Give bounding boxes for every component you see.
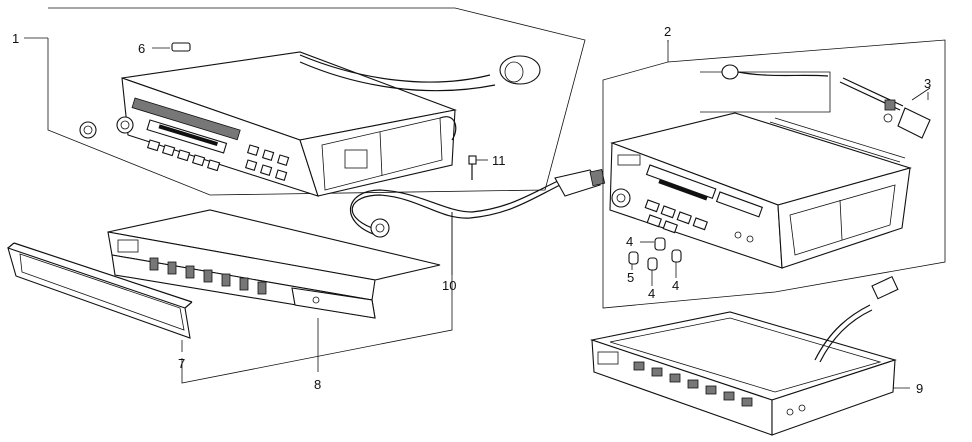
loose-knob: [79, 121, 97, 139]
part-11-screw: [468, 155, 488, 180]
callout-11: 11: [492, 153, 506, 168]
part-9-control-panel: [589, 275, 899, 436]
callout-7: 7: [178, 356, 185, 371]
callout-2: 2: [664, 24, 671, 39]
wire-harness-10: [349, 169, 606, 238]
unit-1-preset-buttons: [146, 139, 221, 172]
callout-6: 6: [138, 41, 145, 56]
radio-cassette-unit-1: [116, 51, 541, 197]
panel-9-buttons: [633, 361, 753, 407]
group-1-outline: [47, 7, 586, 196]
leader-lines: [24, 37, 929, 389]
part-3-antenna: [839, 77, 931, 139]
unit-2-antenna-lead: [700, 64, 831, 113]
group-2-outline: [602, 39, 946, 309]
callout-4c: 4: [672, 278, 679, 293]
callout-10: 10: [442, 278, 456, 293]
callout-8: 8: [314, 377, 321, 392]
callout-1: 1: [12, 31, 19, 46]
unit-1-knob: [116, 116, 134, 134]
unit-2-buttons: [644, 199, 708, 234]
parts-4-5-knobs: [628, 237, 682, 286]
unit-1-right-buttons: [244, 144, 290, 181]
unit-2-knob: [611, 188, 631, 208]
radio-cassette-unit-2: [609, 112, 912, 269]
callout-5: 5: [627, 270, 634, 285]
part-7-bezel: [7, 242, 193, 339]
callout-9: 9: [916, 381, 923, 396]
part-6-fuse: [152, 42, 191, 52]
callout-4b: 4: [648, 286, 655, 301]
part-8-control-panel: [107, 209, 441, 319]
unit-2-top-vents: [769, 117, 906, 163]
panel-8-buttons: [149, 257, 267, 295]
callout-4a: 4: [626, 234, 633, 249]
callout-3: 3: [924, 76, 931, 91]
